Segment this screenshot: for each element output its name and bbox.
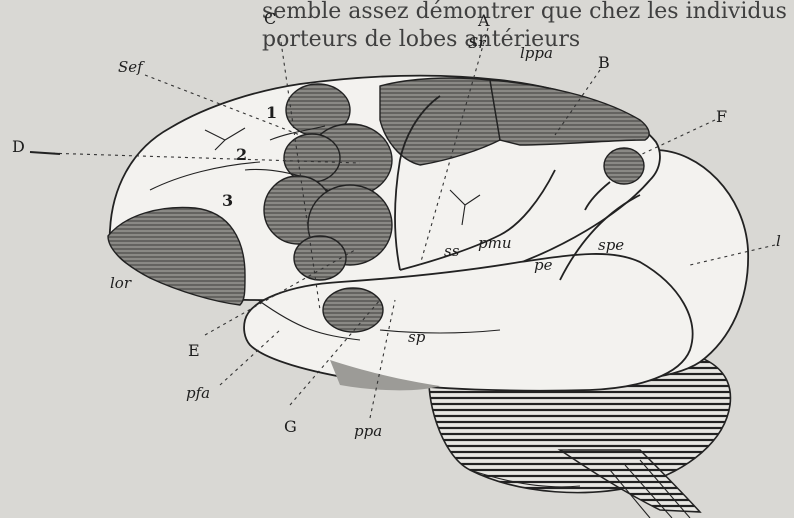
label-pmu: pmu xyxy=(478,234,512,252)
label-pfa: pfa xyxy=(186,384,210,402)
label-E: E xyxy=(188,341,200,360)
region-circle-temporal xyxy=(323,288,383,332)
label-A: A xyxy=(477,11,490,30)
label-3: 3 xyxy=(222,191,233,210)
region-circle-f xyxy=(604,148,644,184)
label-lor: lor xyxy=(110,274,132,292)
label-lppa: lppa xyxy=(520,44,553,62)
label-B: B xyxy=(598,53,610,72)
label-Sef: Sef xyxy=(118,58,145,76)
label-l: l xyxy=(776,232,781,250)
label-pe: pe xyxy=(534,256,553,274)
label-C: C xyxy=(264,9,276,28)
label-sp: sp xyxy=(408,328,426,346)
label-1: 1 xyxy=(266,103,277,122)
label-D: D xyxy=(12,137,25,156)
label-2: 2 xyxy=(236,145,247,164)
caption-line-1: semble assez démontrer que chez les indi… xyxy=(262,0,787,24)
label-ppa: ppa xyxy=(354,422,382,440)
region-superior-right xyxy=(490,80,649,145)
label-Sr: Sr xyxy=(468,34,486,52)
label-ss: ss xyxy=(444,242,460,260)
label-G: G xyxy=(284,417,297,436)
label-spe: spe xyxy=(598,236,624,254)
label-F: F xyxy=(716,107,727,126)
